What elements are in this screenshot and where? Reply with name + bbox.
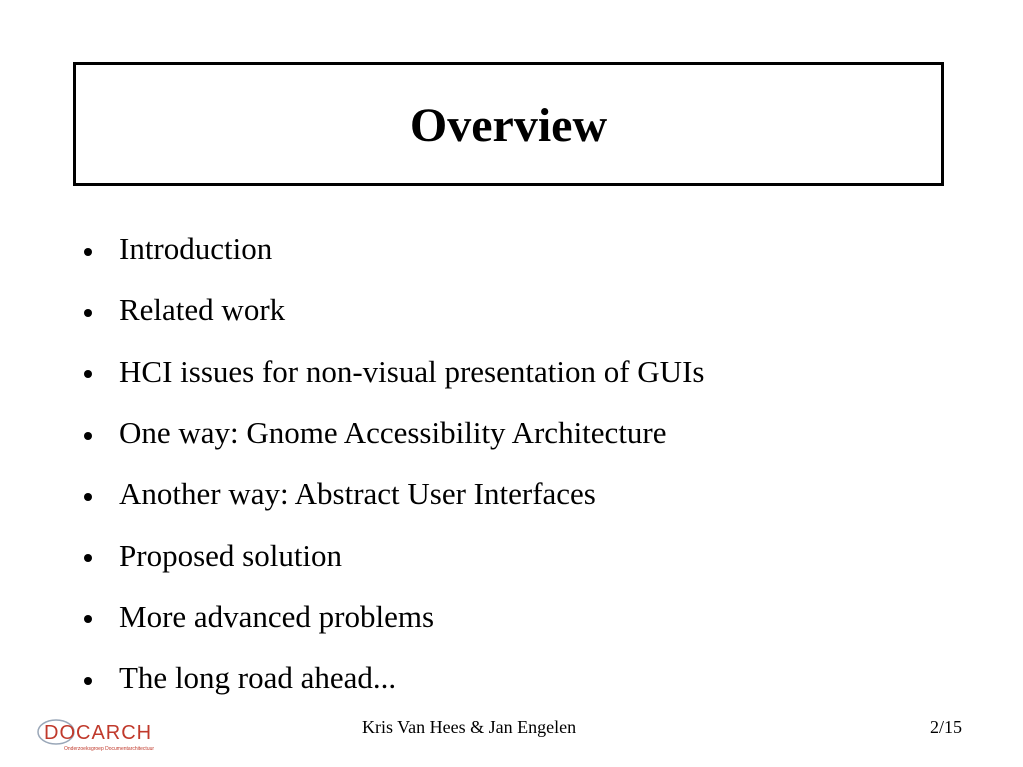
bullet-item: Proposed solution [84, 524, 704, 585]
bullet-dot-icon [84, 676, 92, 685]
bullet-item: One way: Gnome Accessibility Architectur… [84, 402, 704, 463]
bullet-item: More advanced problems [84, 586, 704, 647]
bullet-dot-icon [84, 308, 92, 317]
bullet-dot-icon [84, 431, 92, 440]
bullet-text: Another way: Abstract User Interfaces [119, 476, 596, 512]
bullet-item: The long road ahead... [84, 647, 704, 708]
bullet-dot-icon [84, 247, 92, 256]
docarch-logo: DOCARCH Onderzoeksgroep Documentarchitec… [37, 719, 154, 752]
bullet-dot-icon [84, 370, 92, 379]
title-box: Overview [73, 62, 944, 186]
bullet-dot-icon [84, 615, 92, 624]
bullet-text: HCI issues for non-visual presentation o… [119, 353, 705, 389]
logo-text: DOCARCH [44, 722, 152, 744]
bullet-item: Related work [84, 279, 704, 340]
bullet-dot-icon [84, 554, 92, 563]
slide-title: Overview [409, 99, 608, 152]
bullet-text: Proposed solution [119, 537, 343, 573]
bullet-text: One way: Gnome Accessibility Architectur… [119, 415, 667, 451]
bullet-text: More advanced problems [119, 598, 435, 634]
bullet-item: HCI issues for non-visual presentation o… [84, 341, 704, 402]
page-number: 2/15 [930, 717, 963, 737]
bullet-list: Introduction Related work HCI issues for… [84, 218, 704, 708]
bullet-item: Introduction [84, 218, 704, 279]
bullet-text: Related work [119, 292, 286, 328]
bullet-dot-icon [84, 492, 92, 501]
bullet-text: Introduction [119, 231, 273, 267]
bullet-item: Another way: Abstract User Interfaces [84, 463, 704, 524]
logo-subtext: Onderzoeksgroep Documentarchitectuur [64, 746, 154, 752]
footer-author: Kris Van Hees & Jan Engelen [362, 717, 577, 737]
bullet-text: The long road ahead... [119, 660, 397, 696]
